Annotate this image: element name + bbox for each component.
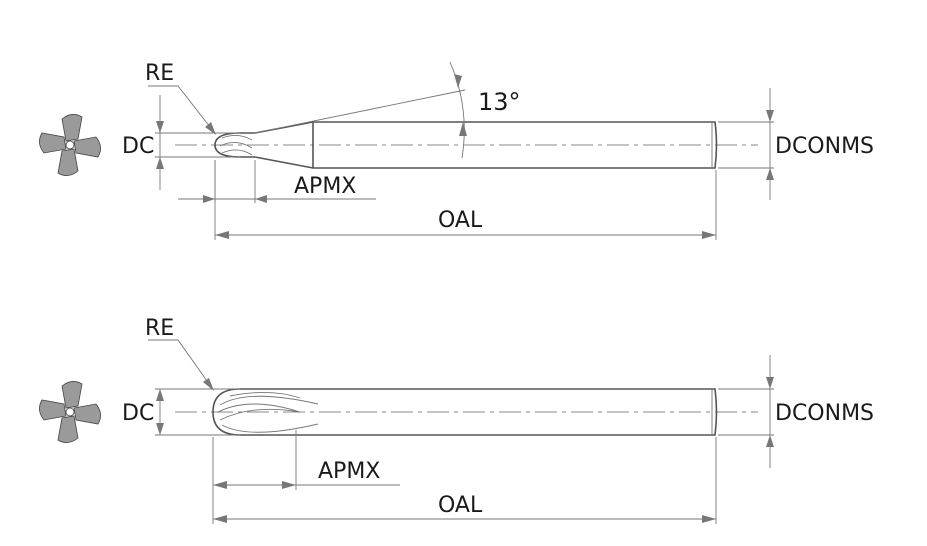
lower-apmx-label: APMX [318, 459, 380, 484]
upper-tool-profile [254, 121, 718, 169]
upper-end-view-icon [39, 114, 101, 176]
upper-angle-label: 13° [478, 88, 521, 116]
lower-tool-view: DC RE APMX OAL DCONMS [39, 316, 874, 524]
lower-end-view-icon [39, 381, 101, 443]
lower-dc-label: DC [122, 401, 154, 426]
upper-dc-label: DC [122, 134, 154, 159]
upper-apmx-label: APMX [294, 174, 356, 199]
lower-re-label: RE [145, 316, 174, 341]
upper-oal-label: OAL [438, 208, 483, 233]
lower-tool-profile [212, 388, 718, 436]
upper-ball-head [214, 132, 255, 158]
lower-dconms-label: DCONMS [775, 401, 874, 426]
upper-dconms-label: DCONMS [775, 134, 874, 159]
lower-oal-label: OAL [438, 493, 483, 518]
upper-tool-view: DC RE APMX OAL DCONMS 13° [39, 61, 874, 240]
upper-re-leader [148, 85, 215, 133]
lower-re-leader [148, 339, 213, 389]
upper-re-label: RE [145, 61, 174, 86]
